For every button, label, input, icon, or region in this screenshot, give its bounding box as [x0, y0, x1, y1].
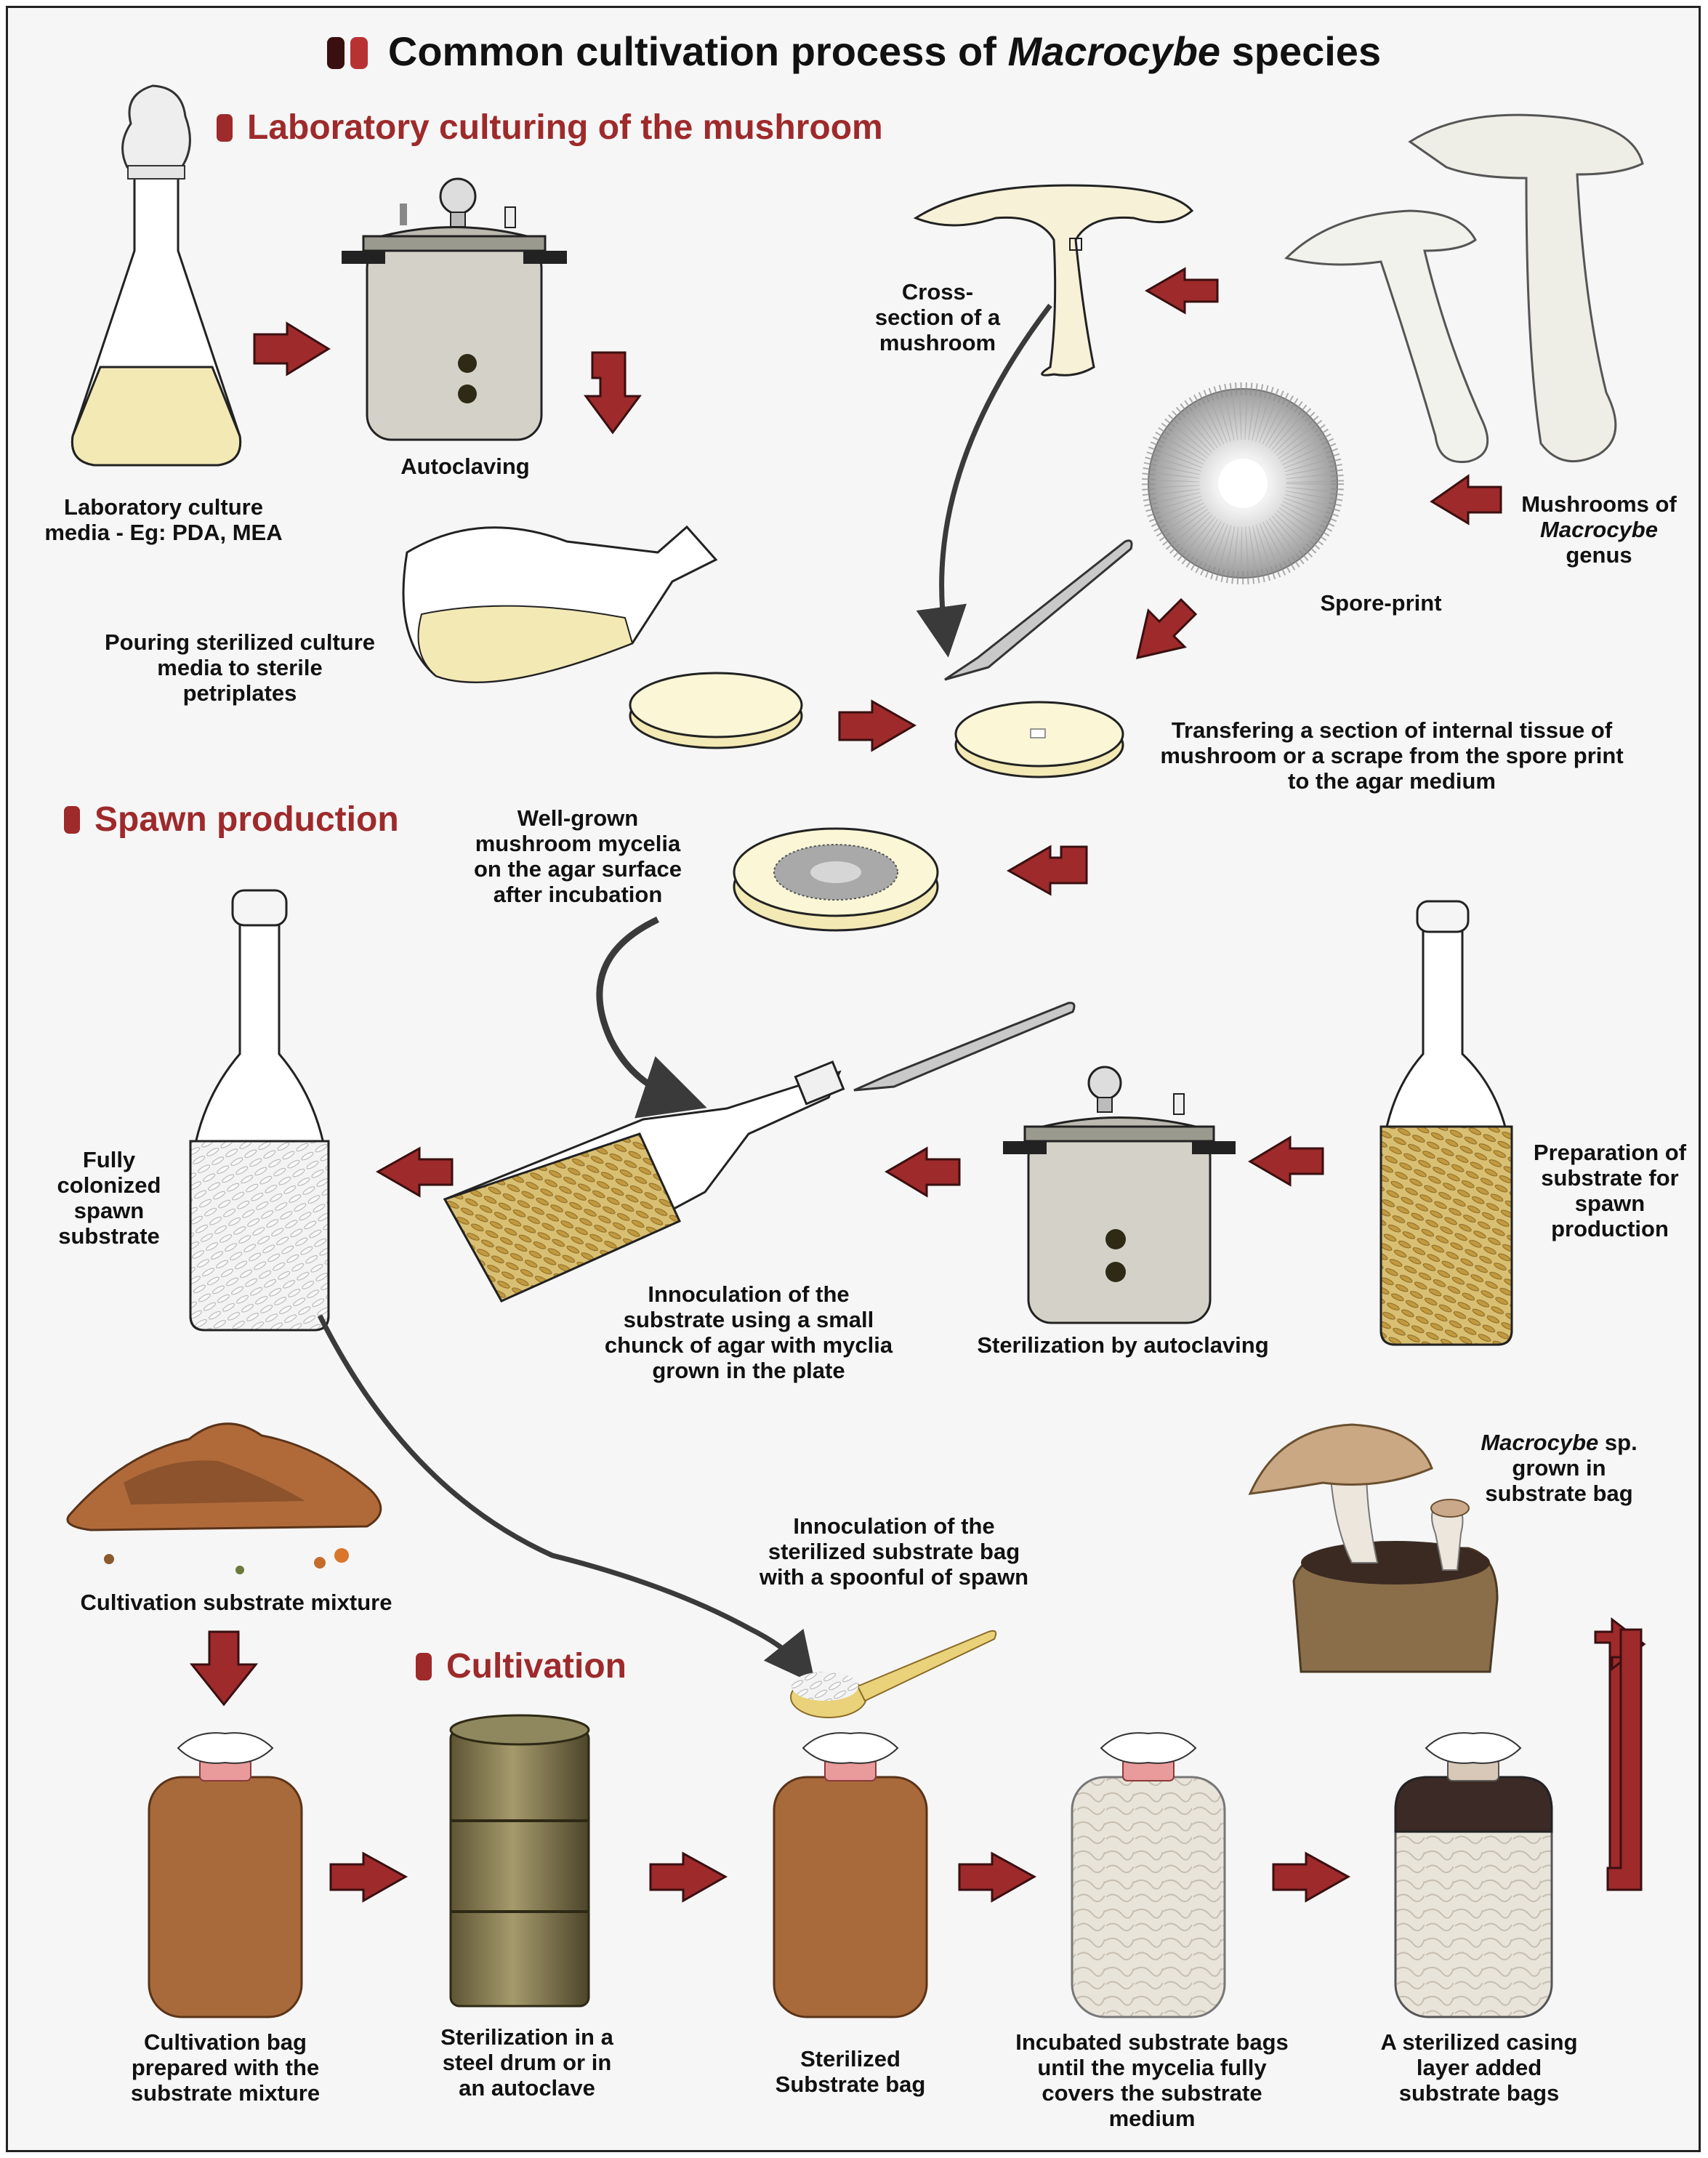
arrow-plate-to-mycelia: [1006, 845, 1088, 896]
curved-arrow-spawn-to-bag: [317, 1314, 815, 1685]
title-chip-red: [350, 37, 368, 69]
arrow-spore-to-plate: [1135, 597, 1198, 660]
label-transfering: Transfering a section of internal tissue…: [1160, 717, 1624, 794]
arrow-mixture-down: [189, 1630, 259, 1707]
title-genus: Macrocybe: [1007, 28, 1221, 74]
label-grown-post: sp. grown in substrate bag: [1485, 1430, 1637, 1506]
section-chip: [64, 806, 80, 834]
label-grown-genus: Macrocybe: [1481, 1430, 1599, 1455]
label-sterilization-drum: Sterilization in a steel drum or in an a…: [440, 2024, 613, 2101]
section-chip: [416, 1653, 432, 1680]
macrocybe-mushrooms: [1284, 113, 1644, 464]
arrow-autoclave-to-bottle: [885, 1146, 961, 1198]
cultivation-bag: [148, 1732, 303, 2018]
label-mushrooms-post: genus: [1566, 542, 1632, 568]
label-lab-media: Laboratory culture media - Eg: PDA, MEA: [44, 494, 283, 545]
figure-title: Common cultivation process of Macrocybe …: [0, 28, 1708, 75]
autoclave-middle: [1003, 1066, 1236, 1324]
label-well-grown: Well-grown mushroom mycelia on the agar …: [474, 805, 682, 907]
sterilized-substrate-bag: [773, 1732, 928, 2018]
label-autoclaving: Autoclaving: [400, 454, 530, 479]
preparation-bottle: [1379, 900, 1513, 1346]
section-cultivation: Cultivation: [416, 1646, 627, 1686]
label-cultivation-bag: Cultivation bag prepared with the substr…: [130, 2029, 321, 2106]
section-spawn-label: Spawn production: [94, 800, 399, 839]
label-fully-colonized: Fully colonized spawn substrate: [57, 1147, 161, 1249]
label-mushrooms-genus: Macrocybe: [1540, 517, 1658, 542]
inoculation-bottle: [443, 1060, 845, 1303]
title-chip-dark: [326, 37, 345, 69]
curved-arrow-mycelia-to-bottle: [596, 916, 707, 1119]
label-cultivation-mixture: Cultivation substrate mixture: [80, 1590, 392, 1615]
autoclave-top: [342, 177, 567, 441]
label-cross-section: Cross-section of a mushroom: [874, 279, 1001, 355]
scalpel-top: [944, 539, 1133, 681]
label-sterilization-autoclaving: Sterilization by autoclaving: [977, 1332, 1269, 1358]
label-grown: Macrocybe sp. grown in substrate bag: [1461, 1430, 1657, 1506]
steel-drum: [449, 1714, 590, 2008]
label-preparation: Preparation of substrate for spawn produ…: [1533, 1140, 1687, 1241]
arrow-sterilized-to-incubated: [958, 1851, 1037, 1903]
arrow-incubated-to-casing: [1272, 1851, 1351, 1903]
title-suffix: species: [1220, 28, 1382, 74]
arrow-plate-to-plate: [838, 699, 917, 752]
petri-plate-empty: [629, 672, 803, 749]
arrow-bottle-to-colonized: [375, 1146, 454, 1198]
label-sterilized-bag: Sterilized Substrate bag: [775, 2046, 926, 2097]
grown-mushroom-bag: [1248, 1423, 1499, 1673]
label-incubated: Incubated substrate bags until the mycel…: [1015, 2029, 1289, 2131]
label-spore-print: Spore-print: [1320, 590, 1442, 616]
label-innoculation-substrate: Innoculation of the substrate using a sm…: [604, 1281, 893, 1383]
arrow-autoclave-down: [584, 351, 642, 435]
curved-arrow-cross-to-plate: [916, 303, 1052, 658]
substrate-mixture-pile: [66, 1422, 382, 1574]
section-spawn: Spawn production: [64, 800, 399, 840]
label-innoculation-bag: Innoculation of the sterilized substrate…: [759, 1513, 1029, 1590]
label-mushrooms-pre: Mushrooms of: [1521, 491, 1677, 517]
colonized-spawn-bottle: [189, 889, 330, 1332]
title-prefix: Common cultivation process of: [387, 28, 1008, 74]
arrow-mushroom-to-cross: [1144, 267, 1219, 315]
section-lab: Laboratory culturing of the mushroom: [217, 108, 883, 148]
spore-print: [1142, 382, 1344, 584]
erlenmeyer-flask: [71, 84, 242, 467]
section-cultivation-label: Cultivation: [446, 1647, 627, 1686]
arrow-drum-to-sterilized: [649, 1851, 728, 1903]
section-chip: [217, 114, 233, 142]
casing-layer-bag: [1394, 1732, 1553, 2018]
section-lab-label: Laboratory culturing of the mushroom: [247, 108, 883, 147]
arrow-bag-to-drum: [329, 1851, 408, 1903]
label-pouring: Pouring sterilized culture media to ster…: [104, 629, 376, 706]
arrow-prep-to-autoclave: [1248, 1135, 1324, 1187]
mushroom-cross-section: [913, 184, 1194, 377]
mycelia-plate: [733, 827, 939, 932]
scalpel-middle: [853, 1002, 1076, 1092]
arrow-flask-to-autoclave: [253, 321, 331, 377]
label-casing: A sterilized casing layer added substrat…: [1380, 2029, 1578, 2106]
petri-plate-inoculated: [954, 701, 1124, 778]
arrow-mushroom-to-spore: [1430, 474, 1502, 526]
incubated-substrate-bag: [1071, 1732, 1226, 2018]
pouring-flask: [402, 525, 718, 684]
spawn-spoon: [790, 1630, 997, 1718]
